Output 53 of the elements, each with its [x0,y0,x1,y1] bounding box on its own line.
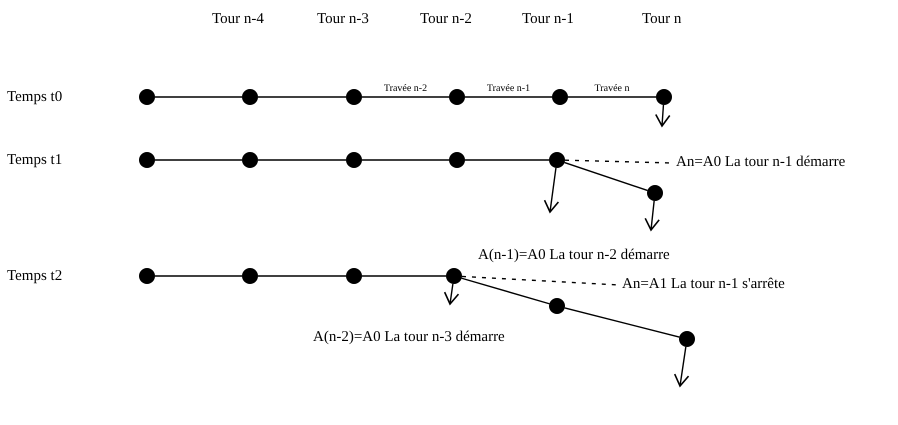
tower-dot [346,89,362,105]
tower-dot [656,89,672,105]
annotation-text: A(n-2)=A0 La tour n-3 démarre [313,328,505,346]
edge-label: Travée n [594,83,630,94]
arrow [644,200,660,231]
span-line [258,275,346,277]
span-line [362,96,449,98]
span-line [258,96,346,98]
annotation-text: An=A1 La tour n-1 s'arrête [622,275,785,293]
edge-label: Travée n-2 [382,83,428,94]
tower-dot [552,89,568,105]
tower-dot [449,152,465,168]
span-line [465,159,549,161]
tower-dot [549,152,565,168]
tower-dot [346,152,362,168]
span-line [362,275,446,277]
span-line [465,96,552,98]
tower-dot [139,268,155,284]
span-line [258,159,346,161]
span-line [155,275,242,277]
tower-dot [139,152,155,168]
arrow [674,346,690,387]
column-header: Tour n-4 [212,10,264,28]
tower-dot [446,268,462,284]
tower-dot [242,152,258,168]
tower-dot [346,268,362,284]
span-line [155,96,242,98]
tower-dot [549,298,565,314]
tower-dot [679,331,695,347]
annotation-text: An=A0 La tour n-1 démarre [676,153,846,171]
span-line [362,159,449,161]
column-header: Tour n-2 [420,10,472,28]
span-line [568,96,656,98]
edge-label: Travée n-1 [486,83,532,94]
tower-dot [242,89,258,105]
span-line [155,159,242,161]
tower-dot [449,89,465,105]
tower-dot [242,268,258,284]
tower-dot [647,185,663,201]
span-line [461,278,550,304]
row-label: Temps t2 [7,267,62,285]
arrow [444,284,460,305]
row-label: Temps t0 [7,88,62,106]
arrow [654,104,671,127]
arrow [544,168,560,213]
annotation-text: A(n-1)=A0 La tour n-2 démarre [478,246,670,264]
column-header: Tour n-1 [522,10,574,28]
span-line [564,307,680,338]
column-header: Tour n-3 [317,10,369,28]
span-line [564,162,648,192]
tower-dot [139,89,155,105]
column-header: Tour n [642,10,682,28]
row-label: Temps t1 [7,151,62,169]
